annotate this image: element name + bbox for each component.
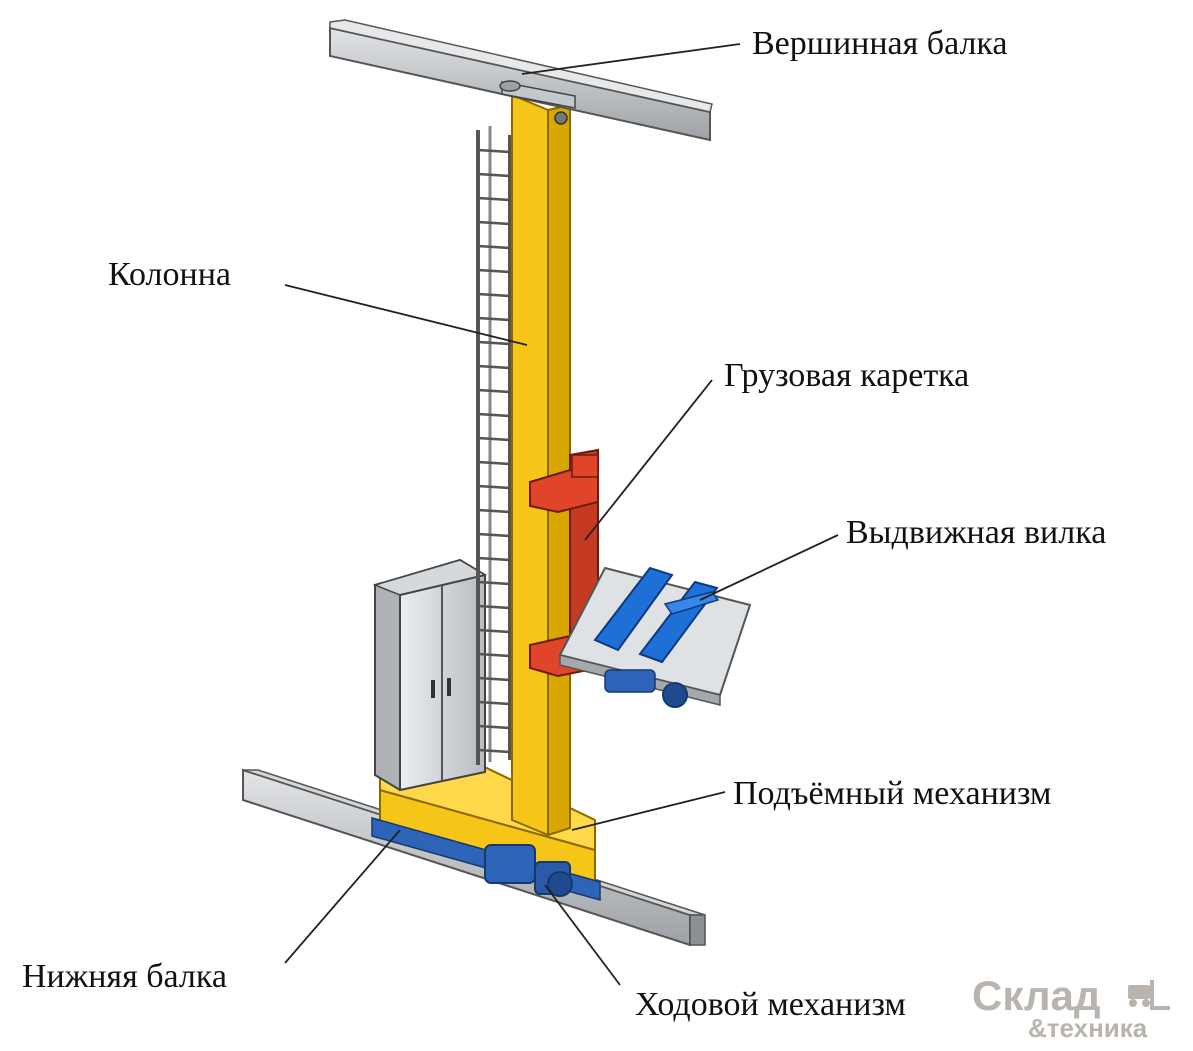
ladder-rung — [477, 556, 511, 562]
logo-line-2: &техника — [1028, 1013, 1148, 1043]
ladder-rung — [477, 388, 511, 394]
column-mast — [511, 93, 571, 837]
ladder — [476, 126, 512, 765]
leader-bottom-beam — [284, 829, 401, 964]
ladder-rung — [477, 172, 511, 178]
ladder-rung — [477, 700, 511, 706]
ladder-rung — [477, 292, 511, 298]
ladder-rung — [477, 148, 511, 154]
ladder-rung — [477, 580, 511, 586]
forklift-logo-icon — [1128, 980, 1170, 1010]
ladder-rung — [477, 244, 511, 250]
label-lifting: Подъёмный механизм — [733, 775, 1052, 812]
leader-column — [284, 284, 528, 346]
travel-motor-shape — [484, 844, 573, 897]
leader-top-beam — [521, 43, 741, 75]
label-fork: Выдвижная вилка — [846, 514, 1107, 551]
label-carriage: Грузовая каретка — [724, 357, 970, 394]
ladder-rung — [477, 196, 511, 202]
leader-fork — [699, 534, 839, 601]
ladder-rung — [477, 220, 511, 226]
leader-lines — [284, 43, 839, 986]
ladder-rung — [477, 340, 511, 346]
ladder-rung — [477, 508, 511, 514]
label-column: Колонна — [108, 256, 231, 293]
label-top-beam: Вершинная балка — [752, 25, 1008, 62]
ladder-rung — [477, 460, 511, 466]
ladder-rung — [477, 532, 511, 538]
ladder-rung — [477, 484, 511, 490]
ladder-rung — [477, 748, 511, 754]
ladder-rung — [477, 676, 511, 682]
electric-cabinet — [372, 558, 487, 792]
leader-travel — [544, 884, 621, 986]
ladder-rung — [477, 652, 511, 658]
logo-line-1: Склад — [972, 972, 1101, 1019]
ladder-rung — [477, 364, 511, 370]
ladder-rung — [477, 724, 511, 730]
ladder-rung — [477, 436, 511, 442]
label-travel: Ходовой механизм — [635, 986, 906, 1023]
top-beam-shape — [329, 19, 713, 142]
ladder-rung — [477, 268, 511, 274]
ladder-rung — [477, 412, 511, 418]
ladder-rung — [477, 604, 511, 610]
label-bottom-beam: Нижняя балка — [22, 958, 227, 995]
leader-lifting — [571, 791, 726, 831]
leader-carriage — [584, 379, 713, 541]
ladder-rung — [477, 316, 511, 322]
ladder-rung — [477, 628, 511, 634]
